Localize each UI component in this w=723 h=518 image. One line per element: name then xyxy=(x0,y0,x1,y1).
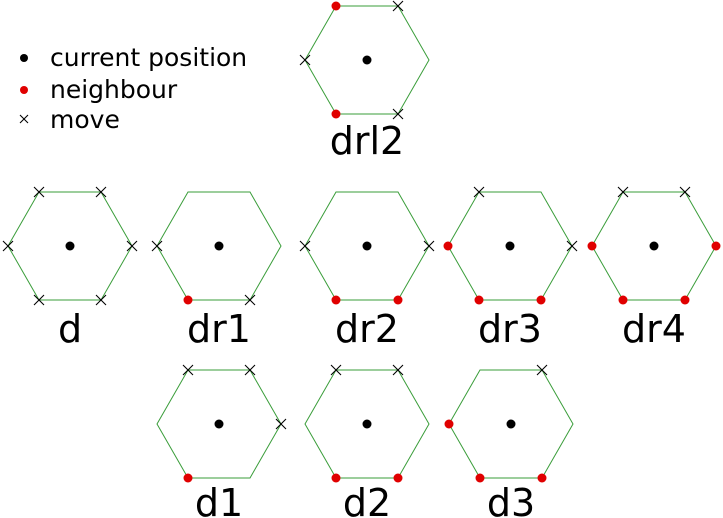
neighbour-dot-lower-left xyxy=(331,473,341,483)
current-position-dot xyxy=(214,419,224,429)
current-position-dot xyxy=(65,241,75,251)
neighbour-dot-lower-right xyxy=(680,295,690,305)
caption-d3: d3 xyxy=(487,481,535,518)
current-position-dot xyxy=(362,55,372,65)
move-cross-left xyxy=(2,240,14,252)
caption-dr3: dr3 xyxy=(478,307,542,351)
move-cross-lower-right xyxy=(392,108,404,120)
move-cross-right xyxy=(275,418,287,430)
caption-d2: d2 xyxy=(343,481,391,518)
current-position-dot xyxy=(362,419,372,429)
move-cross-upper-left xyxy=(182,364,194,376)
move-cross-right xyxy=(423,240,435,252)
legend-neighbour-dot xyxy=(20,86,28,94)
neighbour-dot-lower-left xyxy=(618,295,628,305)
neighbour-dot-upper-left xyxy=(331,1,341,11)
diagram-dr3: dr3 xyxy=(443,186,578,351)
caption-dr1: dr1 xyxy=(187,307,251,351)
move-cross-left xyxy=(151,240,163,252)
current-position-dot xyxy=(505,241,515,251)
neighbour-dot-lower-right xyxy=(393,473,403,483)
move-cross-upper-right xyxy=(536,364,548,376)
caption-dr2: dr2 xyxy=(335,307,399,351)
neighbour-dot-lower-left xyxy=(474,295,484,305)
legend-current-position-dot xyxy=(20,54,28,62)
current-position-dot xyxy=(214,241,224,251)
move-cross-right xyxy=(566,240,578,252)
legend-move-cross xyxy=(19,114,29,124)
current-position-dot xyxy=(362,241,372,251)
move-cross-upper-left xyxy=(330,364,342,376)
neighbour-dot-lower-left xyxy=(331,109,341,119)
legend-label-neighbour: neighbour xyxy=(50,75,178,104)
diagram-dr1: dr1 xyxy=(151,191,282,351)
move-cross-left xyxy=(299,54,311,66)
legend-label-move: move xyxy=(50,105,120,134)
neighbour-dot-left xyxy=(587,241,597,251)
diagram-d1: d1 xyxy=(156,364,287,518)
diagram-dr2: dr2 xyxy=(299,191,435,351)
neighbour-dot-lower-left xyxy=(331,295,341,305)
move-cross-upper-right xyxy=(392,364,404,376)
diagram-d3: d3 xyxy=(444,364,574,518)
neighbour-dot-left xyxy=(443,241,453,251)
caption-drl2: drl2 xyxy=(330,119,404,163)
move-cross-upper-right xyxy=(392,0,404,12)
neighbour-dot-lower-right xyxy=(537,473,547,483)
move-cross-upper-right xyxy=(244,364,256,376)
move-cross-upper-left xyxy=(617,186,629,198)
current-position-dot xyxy=(649,241,659,251)
neighbour-dot-left xyxy=(444,419,454,429)
current-position-dot xyxy=(506,419,516,429)
legend-label-current-position: current position xyxy=(50,43,247,72)
neighbour-dot-lower-left xyxy=(183,473,193,483)
legend: current position neighbour move xyxy=(19,43,247,134)
move-cross-upper-right xyxy=(95,186,107,198)
move-cross-lower-right xyxy=(244,294,256,306)
move-cross-upper-right xyxy=(679,186,691,198)
move-cross-upper-left xyxy=(473,186,485,198)
neighbour-dot-lower-right xyxy=(536,295,546,305)
caption-d1: d1 xyxy=(195,481,243,518)
neighbour-dot-lower-right xyxy=(393,295,403,305)
diagram-dr4: dr4 xyxy=(587,186,721,351)
move-cross-right xyxy=(126,240,138,252)
caption-d: d xyxy=(58,307,82,351)
diagram-d2: d2 xyxy=(304,364,430,518)
move-cross-lower-right xyxy=(95,294,107,306)
diagram-d: d xyxy=(2,186,138,351)
move-cross-lower-left xyxy=(33,294,45,306)
neighbour-dot-lower-left xyxy=(183,295,193,305)
move-cross-upper-left xyxy=(33,186,45,198)
neighbour-dot-right xyxy=(711,241,721,251)
diagram-drl2: drl2 xyxy=(299,0,430,163)
neighbour-dot-lower-left xyxy=(475,473,485,483)
move-cross-left xyxy=(299,240,311,252)
caption-dr4: dr4 xyxy=(622,307,686,351)
